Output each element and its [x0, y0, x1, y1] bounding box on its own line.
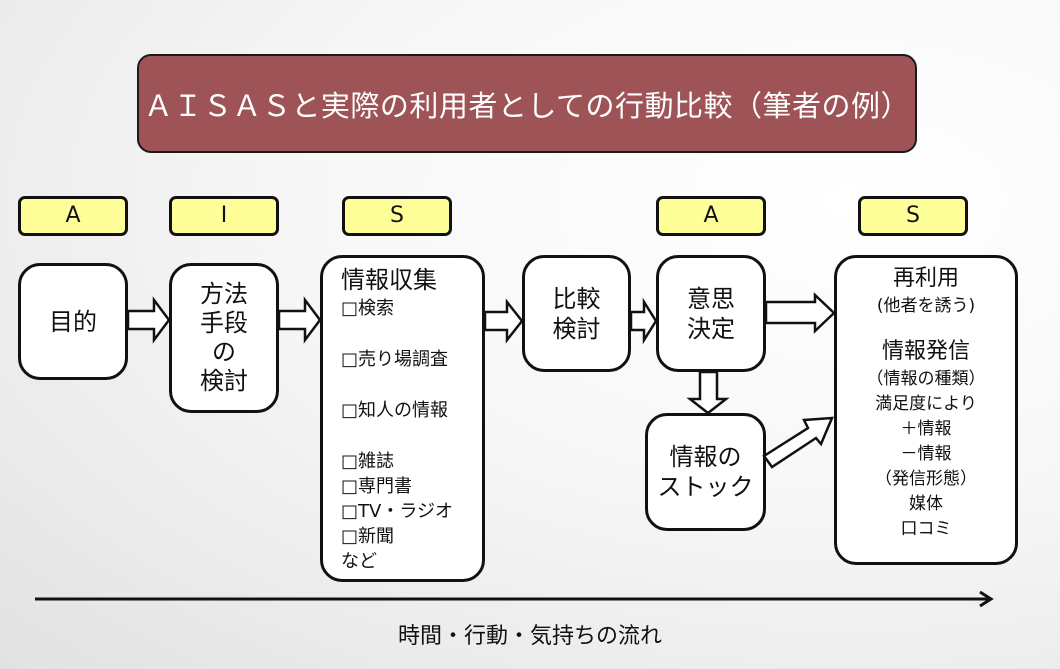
box-info-stock-line: 情報の: [669, 443, 742, 471]
reuse-detail-line: （発信形態）: [875, 469, 977, 489]
arrow-collection-to-comparison: [483, 298, 524, 344]
info-source-item: □雑誌: [341, 451, 395, 472]
reuse-detail-line: （情報の種類）: [866, 369, 986, 389]
info-source-item: □検索: [341, 298, 395, 319]
arrow-stock-to-reuse: [762, 416, 834, 469]
reuse-detail-line: ＋情報: [900, 419, 952, 439]
timeline-caption: 時間・行動・気持ちの流れ: [397, 624, 662, 649]
stage-label-search: S: [342, 196, 452, 236]
box-decision-line: 意思: [687, 284, 735, 313]
reuse-detail-line: 口コミ: [900, 519, 952, 539]
info-source-item: □TV・ラジオ: [341, 501, 453, 522]
reuse-detail-line: －情報: [900, 444, 952, 464]
box-method-line: 検討: [200, 367, 248, 395]
info-source-item: □売り場調査: [341, 349, 449, 370]
box-method-line: の: [212, 338, 236, 366]
timeline-arrowhead-icon: [979, 590, 994, 608]
box-method-line: 手段: [200, 309, 248, 337]
arrow-method-to-collection: [277, 296, 322, 344]
box-purpose: 目的: [18, 263, 128, 380]
info-source-item: など: [341, 551, 377, 572]
stage-label-interest: I: [169, 196, 279, 236]
arrow-decision-to-reuse: [764, 292, 836, 334]
stage-label-attention: A: [18, 196, 128, 236]
box-reuse-sub: (他者を誘う): [876, 296, 976, 316]
box-reuse: 再利用 (他者を誘う) 情報発信 （情報の種類） 満足度により ＋情報 －情報 …: [834, 255, 1018, 565]
box-info-collection: 情報収集 □検索 □売り場調査 □知人の情報 □雑誌 □専門書 □TV・ラジオ …: [320, 255, 485, 582]
box-info-stock: 情報の ストック: [645, 413, 766, 531]
info-source-item: □知人の情報: [341, 400, 449, 421]
box-method-line: 方法: [200, 280, 248, 308]
stage-label-action: A: [656, 196, 766, 236]
box-method: 方法 手段 の 検討: [169, 263, 279, 413]
box-info-collection-heading: 情報収集: [341, 266, 437, 294]
box-comparison-line: 比較: [552, 284, 601, 313]
info-source-item: □新聞: [341, 526, 395, 547]
box-purpose-text: 目的: [49, 307, 97, 336]
arrow-decision-to-stock: [686, 370, 730, 415]
box-decision-line: 決定: [687, 314, 735, 343]
box-reuse-heading: 再利用: [892, 266, 959, 291]
arrow-purpose-to-method: [126, 296, 171, 344]
box-decision: 意思 決定: [656, 255, 766, 372]
reuse-detail-line: 満足度により: [875, 394, 977, 414]
box-comparison: 比較 検討: [522, 255, 631, 372]
arrow-comparison-to-decision: [629, 297, 658, 345]
box-info-stock-line: ストック: [657, 473, 754, 501]
box-comparison-line: 検討: [552, 314, 601, 343]
diagram-title: ＡＩＳＡＳと実際の利用者としての行動比較（筆者の例）: [137, 54, 917, 153]
stage-label-share: S: [858, 196, 968, 236]
info-source-item: □専門書: [341, 476, 413, 497]
reuse-detail-line: 媒体: [909, 494, 943, 514]
box-reuse-heading2: 情報発信: [881, 339, 970, 364]
